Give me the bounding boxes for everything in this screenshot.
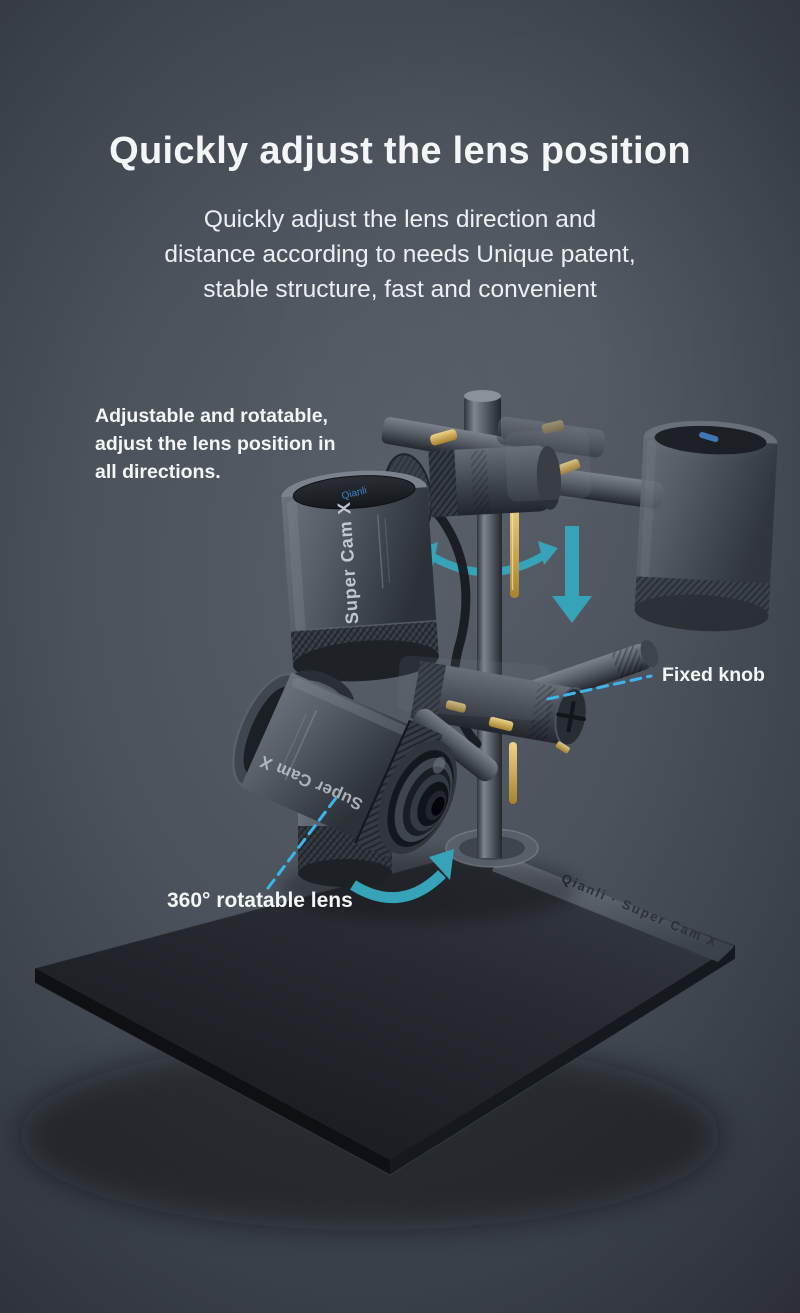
- right-arm: [537, 466, 664, 509]
- camera-bottom-highlight: [292, 677, 408, 736]
- camera-bottom-body: [240, 672, 417, 843]
- subtitle-line-3: stable structure, fast and convenient: [203, 276, 597, 303]
- page-title: Quickly adjust the lens position: [109, 130, 691, 172]
- base-plate-side-left: [35, 968, 390, 1175]
- mount-bottom: [298, 859, 392, 887]
- camera-left-cap: [292, 475, 416, 510]
- thumbscrew-gold: [488, 716, 514, 732]
- fixed-knob-callout-line: [546, 674, 653, 701]
- camera-left-highlight: [286, 500, 306, 633]
- subtitle-line-1: Quickly adjust the lens direction and: [203, 206, 597, 233]
- lens-pupil: [431, 796, 445, 816]
- fine-print-line: [280, 713, 308, 771]
- thumbscrew-gold: [430, 429, 458, 446]
- bottom-camera-arm: [412, 708, 498, 782]
- fine-print-line: [377, 514, 384, 589]
- lens-callout-line: [266, 792, 341, 890]
- lens-glint: [432, 756, 446, 774]
- thumbscrew-gold: [555, 459, 581, 475]
- base-plate-side-right: [390, 945, 735, 1175]
- page-subtitle: Quickly adjust the lens direction and di…: [0, 202, 800, 307]
- annotation-adjustable-line-3: all directions.: [95, 461, 221, 483]
- brand-logo-mark: [699, 431, 719, 443]
- camera-right-bottom: [634, 594, 769, 632]
- rotate-lens-arrow-icon: [350, 849, 454, 904]
- thumbscrew-gold: [541, 420, 565, 434]
- camera-right-ghost: [634, 420, 778, 632]
- ghost-mid-clamp: [397, 655, 550, 721]
- base-plate-top: [35, 850, 735, 1160]
- camera-left-body: [281, 487, 437, 639]
- subtitle-line-2: distance according to needs Unique paten…: [164, 241, 636, 268]
- fine-print-line: [284, 710, 318, 781]
- camera-left-bottom: [293, 640, 439, 682]
- mid-clamp-assembly: [397, 640, 659, 754]
- base-plate-rim: [34, 958, 736, 1176]
- top-clamp: [428, 445, 562, 518]
- annotation-adjustable-line-1: Adjustable and rotatable,: [95, 405, 328, 427]
- camera-right-body: [635, 436, 778, 596]
- annotation-rotatable-lens: 360° rotatable lens: [167, 889, 353, 912]
- knurl-edge: [290, 620, 437, 632]
- gold-rod: [510, 498, 519, 598]
- camera-bottom: Super Cam X: [232, 670, 457, 858]
- ghost-clamp: [504, 428, 592, 502]
- mid-clamp: [410, 660, 588, 747]
- down-arrow-icon: [552, 526, 592, 623]
- annotation-adjustable: Adjustable and rotatable, adjust the len…: [95, 402, 336, 486]
- thumbscrew-gold: [555, 741, 570, 754]
- gold-rod-lower: [509, 742, 517, 804]
- knob-cross-v: [566, 700, 576, 733]
- camera-left: Qianli Super Cam X: [281, 470, 439, 682]
- camera-right-highlight: [640, 440, 657, 585]
- pole-cap-top: [464, 390, 501, 402]
- ring-edge: [354, 719, 412, 844]
- fine-print-line: [384, 518, 391, 583]
- thumbscrew-gold: [445, 700, 467, 713]
- annotation-fixed-knob: Fixed knob: [662, 664, 765, 686]
- annotation-adjustable-line-2: adjust the lens position in: [95, 433, 336, 455]
